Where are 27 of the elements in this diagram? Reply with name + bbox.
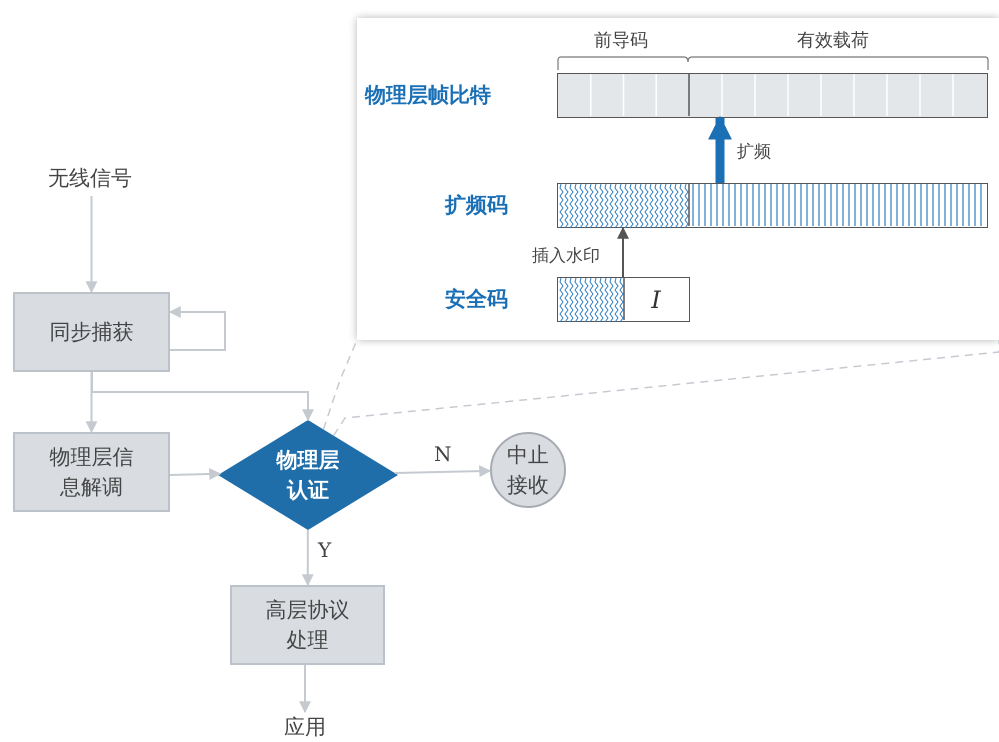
arrow	[617, 226, 629, 277]
row-label: 物理层帧比特	[365, 82, 491, 109]
process-box: 高层协议处理	[230, 585, 385, 665]
decision-diamond: 物理层认证	[218, 420, 398, 530]
segment-label: 有效载荷	[797, 29, 869, 53]
terminal-circle: 中止接收	[490, 432, 566, 508]
arrow	[394, 465, 492, 478]
flow-text: 无线信号	[30, 160, 150, 196]
flow-text: 应用	[270, 712, 340, 742]
arrow	[708, 116, 732, 183]
segment-label: 前导码	[594, 29, 648, 53]
spreading-code-bar	[557, 183, 988, 228]
process-box: 同步捕获	[13, 292, 170, 372]
arrow	[91, 372, 314, 422]
arrow	[170, 468, 222, 480]
security-code-bar: I	[557, 277, 690, 322]
row-label: 安全码	[445, 286, 508, 313]
arrow	[302, 530, 314, 586]
arrow	[86, 196, 98, 294]
arrow	[86, 372, 98, 434]
inset-panel	[357, 18, 999, 340]
zoom-guide-line	[332, 340, 999, 436]
arrow	[299, 665, 311, 714]
process-box: 物理层信息解调	[13, 432, 170, 512]
arrow	[168, 306, 226, 351]
row-label: 扩频码	[445, 192, 508, 219]
frame-bit-bar	[557, 73, 988, 118]
